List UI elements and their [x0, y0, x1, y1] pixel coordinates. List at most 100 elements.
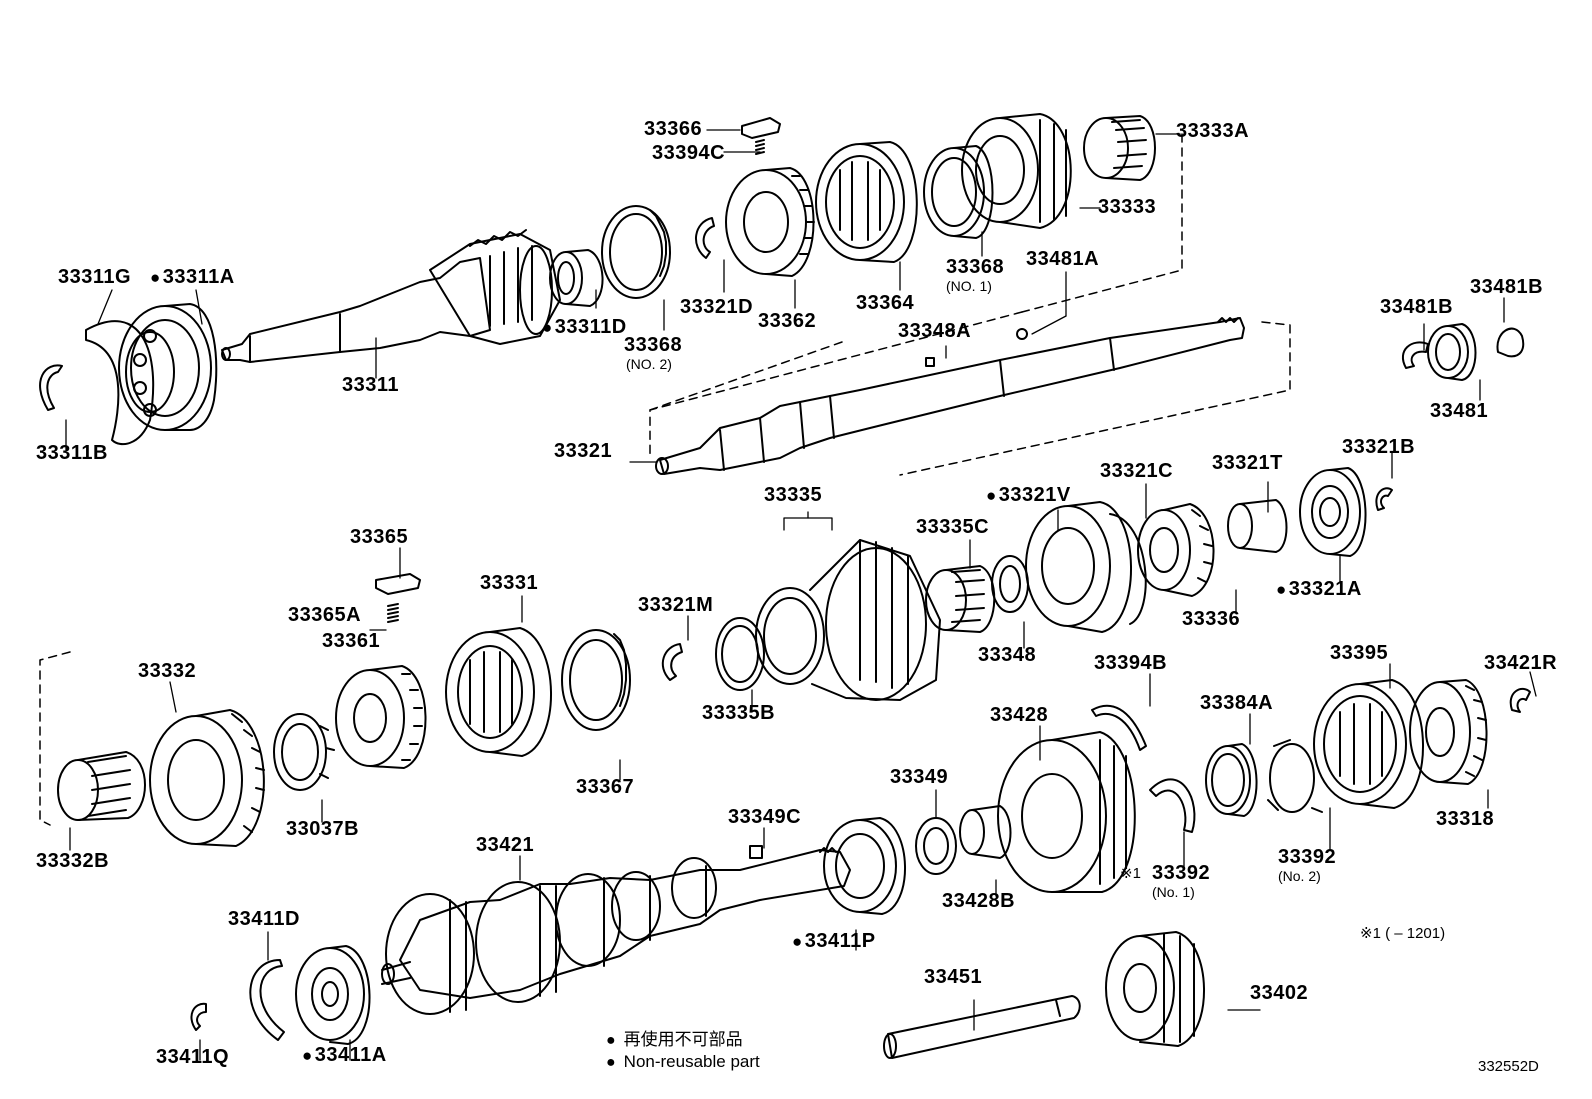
- snap-ring-33321B: [1375, 487, 1393, 511]
- callout-33392-no2[interactable]: 33392: [1278, 846, 1337, 868]
- callout-33321T[interactable]: 33321T: [1212, 452, 1283, 474]
- callout-33349C[interactable]: 33349C: [728, 806, 802, 828]
- dashed-group-lines: [39, 133, 1291, 826]
- callout-33336[interactable]: 33336: [1182, 608, 1241, 630]
- callout-33362[interactable]: 33362: [758, 310, 817, 332]
- legend-japanese-text: 再使用不可部品: [623, 1030, 743, 1049]
- needle-bearing-33332B: [57, 751, 146, 821]
- callout-33348A[interactable]: 33348A: [898, 320, 972, 342]
- callout-33335[interactable]: 33335: [764, 484, 823, 506]
- callout-33335B[interactable]: 33335B: [702, 702, 776, 724]
- footnote-range: ※1 ( – 1201): [1360, 925, 1446, 942]
- hub-sleeve-33364: [815, 141, 918, 263]
- synchro-ring-33368-no1: [923, 145, 994, 239]
- callout-33364[interactable]: 33364: [856, 292, 915, 314]
- callout-33392-no1[interactable]: 33392: [1152, 862, 1211, 884]
- roller-bearing-33311D: [549, 249, 604, 307]
- ball-33348A: [925, 357, 935, 367]
- snap-ring-33411D: [249, 959, 285, 1041]
- needle-bearing-33428B: [959, 805, 1012, 859]
- callout-33311A[interactable]: 33311A: [150, 266, 235, 289]
- ball-33349C: [749, 845, 763, 859]
- callout-33394C[interactable]: 33394C: [652, 142, 726, 164]
- synchro-ring-33367: [561, 629, 631, 731]
- callout-33367[interactable]: 33367: [576, 776, 635, 798]
- non-reusable-dot-icon: ●: [606, 1032, 616, 1049]
- needle-bearing-33333A: [1083, 115, 1156, 181]
- callout-33318[interactable]: 33318: [1436, 808, 1495, 830]
- callout-33321A[interactable]: 33321A: [1276, 578, 1362, 601]
- callout-33411P[interactable]: 33411P: [792, 930, 876, 953]
- callout-33321B[interactable]: 33321B: [1342, 436, 1416, 458]
- gear-33336: [1137, 503, 1215, 597]
- callout-33481B-right[interactable]: 33481B: [1470, 276, 1544, 298]
- callout-33395[interactable]: 33395: [1330, 642, 1389, 664]
- callout-33321C[interactable]: 33321C: [1100, 460, 1174, 482]
- gear-33333: [961, 113, 1072, 229]
- callout-33368-no1-note: (NO. 1): [946, 278, 992, 294]
- callout-33332B[interactable]: 33332B: [36, 850, 110, 872]
- callout-33421R[interactable]: 33421R: [1484, 652, 1558, 674]
- callout-33331[interactable]: 33331: [480, 572, 539, 594]
- clip-33392-no2: [1267, 739, 1323, 813]
- callout-33384A[interactable]: 33384A: [1200, 692, 1274, 714]
- callout-33392-no1-mark: ※1: [1120, 865, 1141, 882]
- gear-33332: [149, 709, 265, 847]
- callout-33402[interactable]: 33402: [1250, 982, 1309, 1004]
- gear-33428: [997, 731, 1136, 893]
- callout-33348[interactable]: 33348: [978, 644, 1037, 666]
- callout-33311B[interactable]: 33311B: [36, 442, 108, 464]
- needle-bearing-33335C: [925, 565, 996, 633]
- callout-33333A[interactable]: 33333A: [1176, 120, 1250, 142]
- callout-33411Q[interactable]: 33411Q: [156, 1046, 230, 1068]
- callout-33311G[interactable]: 33311G: [58, 266, 132, 288]
- snap-ring-33421R: [1509, 687, 1531, 713]
- callout-33332[interactable]: 33332: [138, 660, 197, 682]
- callout-33321D[interactable]: 33321D: [680, 296, 754, 318]
- callout-33368-no1[interactable]: 33368: [946, 256, 1005, 278]
- spacer-33335B: [715, 617, 765, 691]
- bearing-33321V: [1025, 501, 1132, 633]
- callout-33481B-left[interactable]: 33481B: [1380, 296, 1454, 318]
- callout-33368-no2-note: (NO. 2): [626, 356, 672, 372]
- callout-33333[interactable]: 33333: [1098, 196, 1157, 218]
- shifting-key-33365: [375, 573, 421, 595]
- counter-gear-33421: [381, 847, 851, 1015]
- callout-33411A[interactable]: 33411A: [302, 1044, 387, 1067]
- bearing-33321A: [1299, 467, 1367, 557]
- spring-33394C: [755, 139, 765, 155]
- hub-sleeve-33395: [1313, 679, 1424, 809]
- callout-33421[interactable]: 33421: [476, 834, 535, 856]
- synchro-ring-33368-no2: [601, 205, 671, 299]
- callout-33321[interactable]: 33321: [554, 440, 613, 462]
- ball-33481A: [1016, 328, 1028, 340]
- callout-33428[interactable]: 33428: [990, 704, 1049, 726]
- bearing-33311A: [118, 303, 218, 431]
- callout-33037B[interactable]: 33037B: [286, 818, 360, 840]
- callout-33392-no2-note: (No. 2): [1278, 868, 1321, 884]
- callout-33481[interactable]: 33481: [1430, 400, 1489, 422]
- callout-33321V[interactable]: 33321V: [986, 484, 1071, 507]
- callout-33311[interactable]: 33311: [342, 374, 400, 396]
- snap-ring-33411Q: [190, 1002, 207, 1031]
- callout-33411D[interactable]: 33411D: [228, 908, 300, 930]
- callout-33428B[interactable]: 33428B: [942, 890, 1016, 912]
- snap-ring-33321D: [695, 217, 715, 259]
- callout-33349[interactable]: 33349: [890, 766, 949, 788]
- callout-33394B[interactable]: 33394B: [1094, 652, 1168, 674]
- snap-ring-33311B: [39, 364, 63, 411]
- callout-33368-no2[interactable]: 33368: [624, 334, 683, 356]
- callout-33361[interactable]: 33361: [322, 630, 381, 652]
- callout-33365[interactable]: 33365: [350, 526, 409, 548]
- callout-33451[interactable]: 33451: [924, 966, 983, 988]
- callout-33481A[interactable]: 33481A: [1026, 248, 1100, 270]
- callout-33366[interactable]: 33366: [644, 118, 703, 140]
- legend-line-japanese: ● 再使用不可部品: [606, 1030, 743, 1051]
- callout-33311D[interactable]: 33311D: [542, 316, 627, 339]
- callout-33321M[interactable]: 33321M: [638, 594, 714, 616]
- input-shaft-33311: [221, 229, 561, 363]
- bearing-spacer-33348: [991, 555, 1029, 613]
- callout-33335C[interactable]: 33335C: [916, 516, 990, 538]
- callout-33365A[interactable]: 33365A: [288, 604, 362, 626]
